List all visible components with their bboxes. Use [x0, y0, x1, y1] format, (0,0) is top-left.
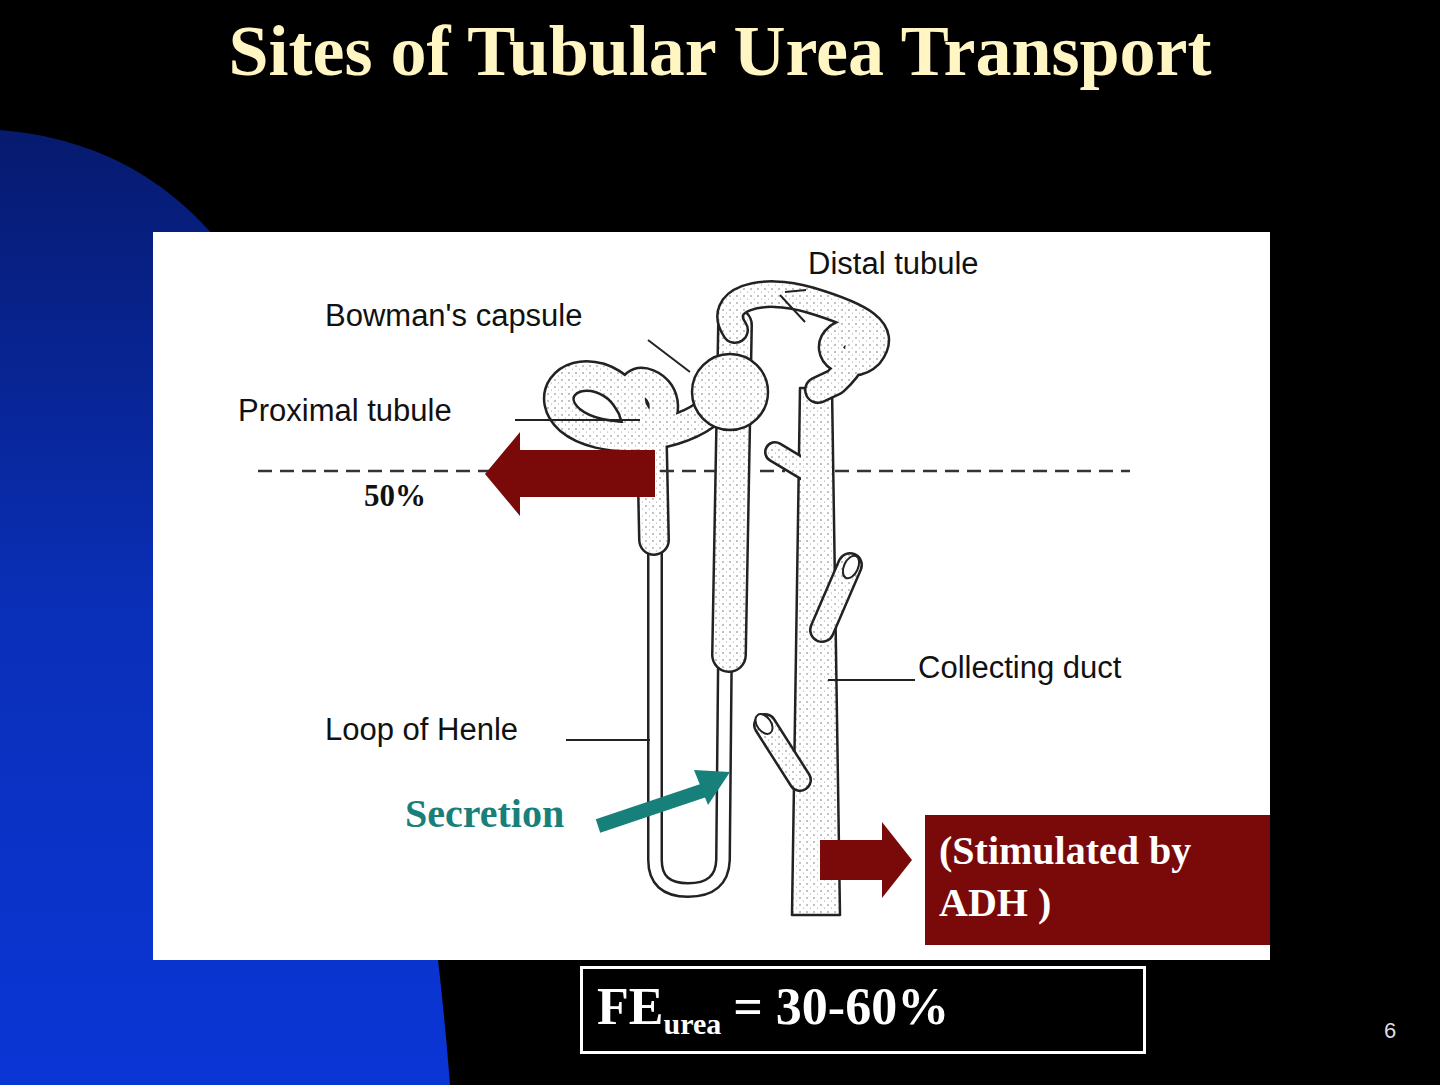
reabsorption-arrow	[485, 432, 655, 516]
adh-arrow	[820, 822, 912, 898]
secretion-label: Secretion	[405, 790, 564, 837]
leader-lines	[515, 290, 915, 740]
white-panel	[153, 232, 1270, 960]
box-text: = 30-60%	[733, 978, 949, 1035]
secretion-arrowhead	[694, 770, 730, 805]
secretion-arrow	[598, 790, 705, 826]
part-label: Distal tubule	[808, 246, 979, 282]
nephron-tubes	[559, 294, 876, 915]
dashed-boundary	[258, 470, 1130, 473]
slide-number: 6	[1384, 1018, 1396, 1044]
adh-box: (Stimulated by ADH )	[925, 815, 1270, 945]
box-text: FE	[597, 978, 663, 1035]
part-label: Loop of Henle	[325, 712, 518, 748]
box-text: urea	[663, 1007, 721, 1040]
fe-box: FEurea = 30-60%	[580, 966, 1146, 1054]
part-label: Proximal tubule	[238, 393, 452, 429]
part-label: Bowman's capsule	[325, 298, 583, 334]
box-text: (Stimulated by ADH )	[939, 828, 1191, 925]
percent-label: 50%	[364, 478, 426, 514]
slide-title: Sites of Tubular Urea Transport	[0, 10, 1440, 93]
part-label: Collecting duct	[918, 650, 1121, 686]
